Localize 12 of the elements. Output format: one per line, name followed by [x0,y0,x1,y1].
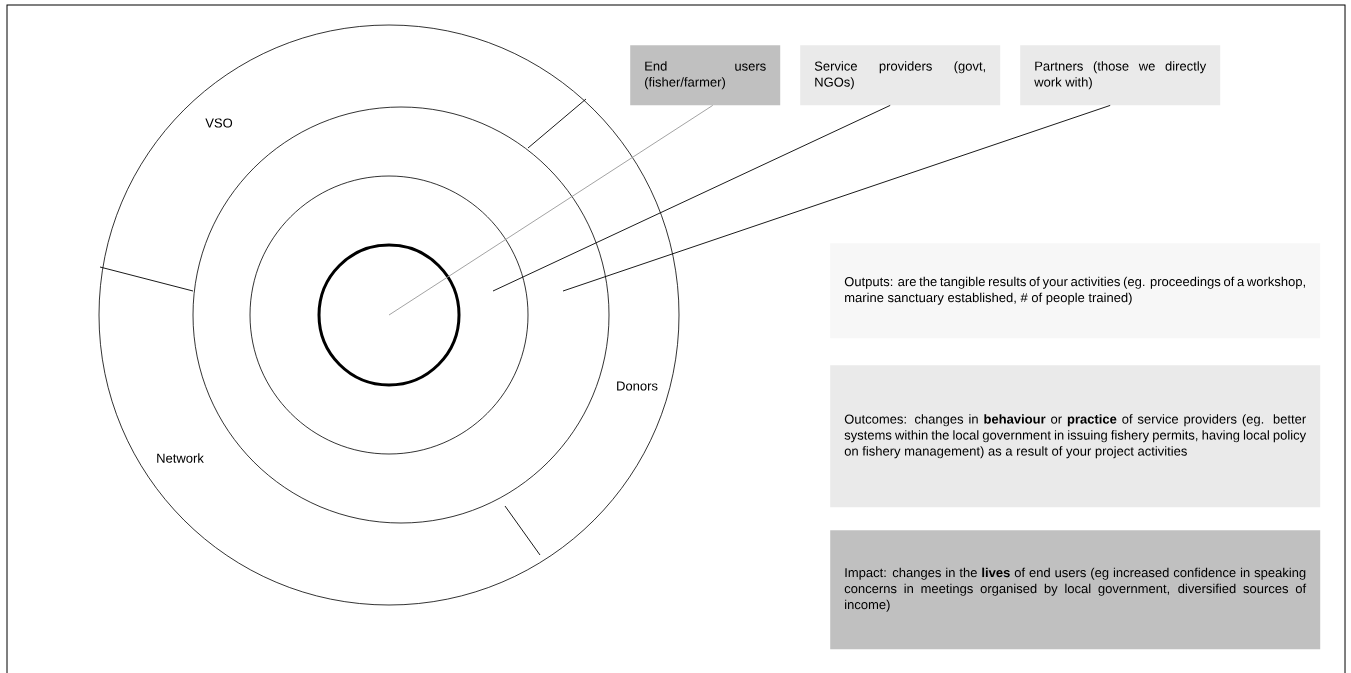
ring-label: Network [157,453,204,463]
text-box: Partners (those we directly work with) [1020,45,1221,106]
text-box: Outputs: are the tangible results of your activities (eg. proceedings of a workshop, marine sanctuary established, # of people trained) [830,243,1321,339]
ring-label: Donors [617,381,658,391]
text-box: End users (fisher/farmer) [630,45,781,106]
leader-line [492,104,891,292]
leader-line [388,104,714,316]
leader-line [562,104,1111,292]
ring-label: VSO [205,118,233,128]
text-box: Impact: changes in the lives of end users (eg increased confidence in speaking concerns in meetings organised by local government, diversified sources of income) [830,530,1321,650]
text-box: Outcomes: changes in behaviour or practice of service providers (eg. better systems within the local government in issuing fishery permits, having local policy on fishery management) as a result of your project activities [830,365,1321,508]
text-box: Service providers (govt, NGOs) [800,45,1001,106]
